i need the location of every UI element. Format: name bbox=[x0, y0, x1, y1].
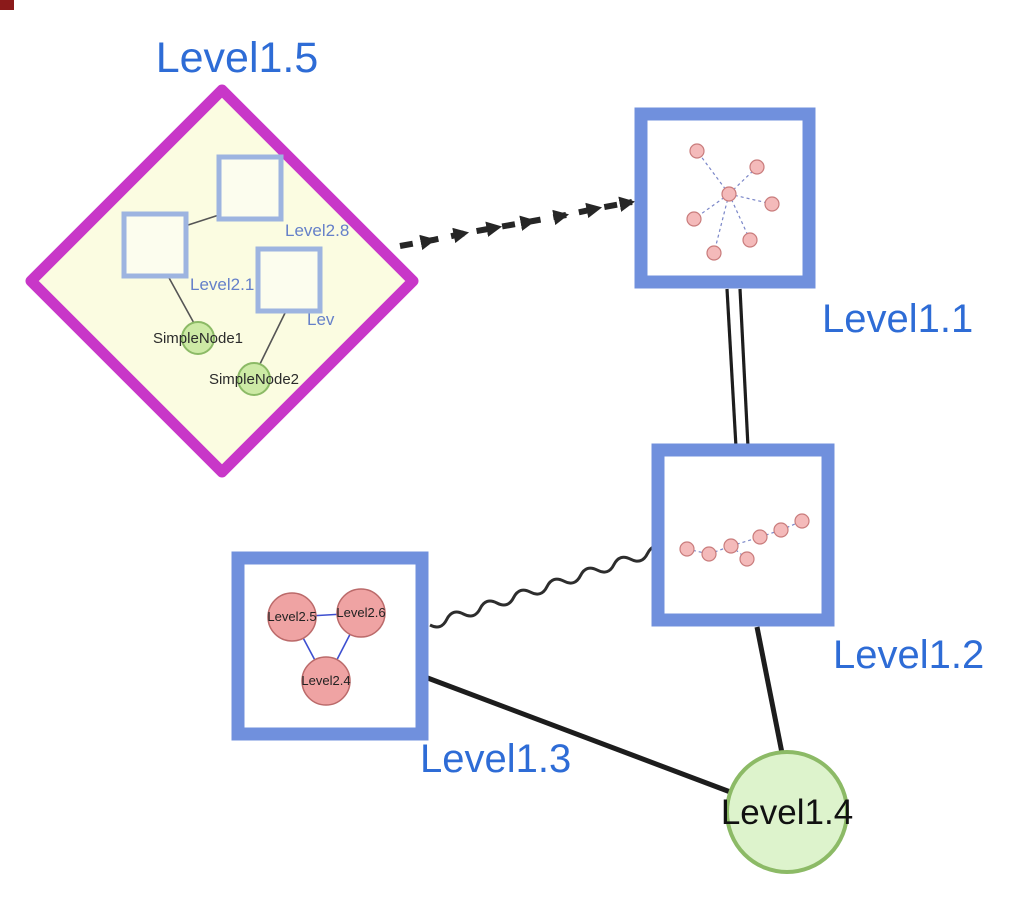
node-level24[interactable] bbox=[301, 656, 351, 706]
level11-box[interactable] bbox=[634, 107, 816, 289]
level21-label: Level2.1 bbox=[190, 275, 254, 294]
mini-node[interactable] bbox=[721, 186, 737, 202]
inner-edge-lev-simplenode2[interactable] bbox=[258, 310, 287, 367]
mini-node[interactable] bbox=[679, 541, 695, 557]
edge-level13-level12[interactable] bbox=[429, 544, 665, 629]
node-simplenode1[interactable] bbox=[181, 321, 215, 355]
node-level28[interactable] bbox=[216, 154, 284, 222]
mini-node[interactable] bbox=[764, 196, 780, 212]
mini-node[interactable] bbox=[701, 546, 717, 562]
edge-level13-level14[interactable] bbox=[424, 674, 734, 796]
level15-diamond-shape[interactable] bbox=[25, 84, 419, 478]
mini-node[interactable] bbox=[742, 232, 758, 248]
level13-box[interactable] bbox=[231, 551, 429, 741]
node-level25[interactable] bbox=[267, 592, 317, 642]
mini-node[interactable] bbox=[794, 513, 810, 529]
level12-box[interactable] bbox=[651, 443, 835, 627]
mini-node[interactable] bbox=[689, 143, 705, 159]
level12-mini-graph bbox=[679, 513, 810, 567]
level13-label: Level1.3 bbox=[420, 737, 571, 781]
node-level13[interactable]: Level2.5 Level2.6 Level2.4 Level1.3 bbox=[231, 551, 571, 781]
mini-node[interactable] bbox=[773, 522, 789, 538]
mini-edge bbox=[728, 193, 751, 241]
mini-node[interactable] bbox=[686, 211, 702, 227]
node-level14[interactable]: Level1.4 bbox=[721, 750, 853, 874]
level14-circle[interactable] bbox=[725, 750, 849, 874]
level15-label: Level1.5 bbox=[156, 34, 319, 82]
node-simplenode2[interactable] bbox=[237, 362, 271, 396]
node-level26[interactable] bbox=[336, 588, 386, 638]
edge-level15-level11[interactable] bbox=[399, 196, 636, 251]
mini-node[interactable] bbox=[723, 538, 739, 554]
level24-label: Level2.4 bbox=[301, 673, 350, 688]
mini-node[interactable] bbox=[706, 245, 722, 261]
node-lev[interactable] bbox=[255, 246, 323, 314]
mini-node[interactable] bbox=[752, 529, 768, 545]
level11-label: Level1.1 bbox=[822, 297, 973, 341]
edge-level12-level14[interactable] bbox=[754, 626, 785, 754]
lev-label: Lev bbox=[307, 310, 335, 329]
level25-label: Level2.5 bbox=[267, 609, 316, 624]
simplenode2-label: SimpleNode2 bbox=[209, 371, 299, 388]
inner-edge-sq21-sq28[interactable] bbox=[184, 213, 223, 227]
mini-node[interactable] bbox=[739, 551, 755, 567]
level13-inner-graph: Level2.5 Level2.6 Level2.4 bbox=[267, 588, 386, 706]
level12-label: Level1.2 bbox=[833, 633, 984, 677]
edge-level11-level12-b[interactable] bbox=[738, 288, 750, 448]
simplenode1-label: SimpleNode1 bbox=[153, 330, 243, 347]
node-level21[interactable] bbox=[121, 211, 189, 279]
node-level11[interactable]: Level1.1 bbox=[634, 107, 973, 341]
corner-artifact bbox=[0, 0, 14, 10]
mini-node[interactable] bbox=[749, 159, 765, 175]
level14-label: Level1.4 bbox=[721, 793, 853, 832]
level11-mini-graph bbox=[686, 143, 780, 261]
node-level12[interactable]: Level1.2 bbox=[651, 443, 984, 677]
group-node-level15[interactable]: Level1.5 Level2.8 Level2.1 Lev SimpleNod… bbox=[25, 34, 419, 478]
mini-edge bbox=[713, 193, 730, 254]
edge-level11-level12-a[interactable] bbox=[725, 288, 738, 448]
mini-edge bbox=[696, 150, 730, 195]
level28-label: Level2.8 bbox=[285, 221, 349, 240]
inner-edge-sq21-simplenode1[interactable] bbox=[167, 275, 196, 326]
level26-label: Level2.6 bbox=[336, 605, 385, 620]
